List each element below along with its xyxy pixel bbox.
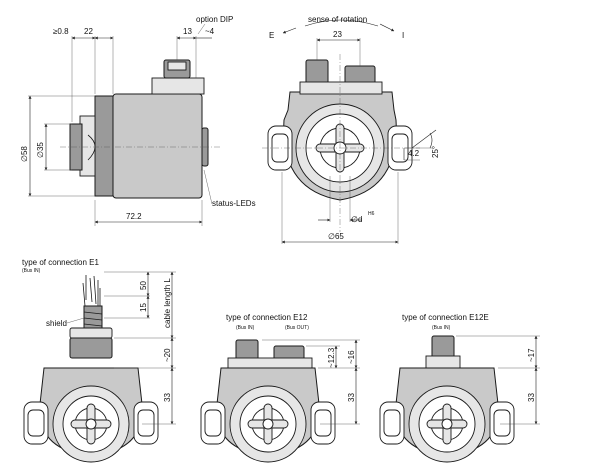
- e12-title: type of connection E12: [226, 313, 308, 322]
- e12-bore: [262, 418, 274, 430]
- dim-dia-65: ∅65: [328, 232, 344, 241]
- shield-label: shield: [46, 319, 67, 328]
- e12-bus-out: (Bus OUT): [285, 325, 309, 331]
- e1-clamp-left-inner: [27, 409, 45, 437]
- rotation-arc: [304, 19, 379, 27]
- dim-15: 15: [139, 303, 148, 312]
- e1-cable-wires: [82, 275, 101, 310]
- e1-bus-in: (Bus IN): [22, 268, 41, 274]
- sense-of-rotation-label: sense of rotation: [308, 15, 367, 24]
- front-connector-right: [344, 65, 376, 85]
- rotation-e-label: E: [269, 31, 274, 40]
- e12-connector-left: [235, 339, 259, 361]
- front-connector-base: [299, 81, 383, 95]
- side-connector-base: [151, 77, 205, 95]
- rotation-arrow-right: [379, 23, 395, 32]
- e1-bore: [85, 418, 97, 430]
- e12e-clamp-right-inner: [493, 409, 511, 437]
- side-housing: [112, 93, 203, 199]
- e12e-bore: [441, 418, 453, 430]
- shield-leader: [66, 317, 85, 324]
- dim-dia-35: ∅35: [36, 142, 45, 158]
- side-flange: [94, 95, 114, 197]
- front-connector-left: [305, 59, 329, 85]
- e12e-view: type of connection E12E (Bus IN) ~17 33: [379, 313, 540, 463]
- e12-view: type of connection E12 (Bus IN) (Bus OUT…: [200, 313, 360, 463]
- angle-arc: [429, 132, 433, 149]
- e12e-connector: [431, 335, 455, 359]
- dim-50: 50: [139, 281, 148, 290]
- dim-approx-4: ~4: [205, 27, 215, 36]
- front-view-dimensions: sense of rotation E I 23 4.2 25° ∅d H6 ∅…: [269, 15, 440, 244]
- option-dip-label: option DIP: [196, 15, 233, 24]
- rotation-i-label: I: [402, 31, 404, 40]
- dim-13: 13: [183, 27, 192, 36]
- rotation-arrow-left: [282, 27, 297, 34]
- dim-h6-tolerance: H6: [368, 211, 375, 217]
- dim-dia-58: ∅58: [20, 146, 29, 162]
- dim-33-e12e: 33: [527, 393, 536, 402]
- dim-ge-0-8: ≥0.8: [53, 27, 69, 36]
- e12e-bus-in: (Bus IN): [432, 325, 451, 331]
- e12-bus-in: (Bus IN): [236, 325, 255, 331]
- side-view-dimensions: ≥0.8 22 13 ~4 option DIP ∅58 ∅35 72.2 st…: [20, 15, 256, 226]
- dim-approx-12-3: ~12.3: [327, 347, 336, 368]
- leader-line: [197, 23, 206, 35]
- e1-shield-braid: [83, 311, 103, 327]
- dim-33-e12: 33: [347, 393, 356, 402]
- dim-4-2: 4.2: [408, 149, 420, 158]
- side-view: [60, 59, 220, 199]
- e1-clamp-right-inner: [137, 409, 155, 437]
- status-leds-label: status-LEDs: [212, 199, 256, 208]
- e1-gland: [69, 337, 113, 359]
- e12-clamp-right-inner: [314, 409, 332, 437]
- e12-clamp-left-inner: [204, 409, 222, 437]
- dim-33-e1: 33: [163, 393, 172, 402]
- side-bore-curve: [87, 134, 96, 161]
- dim-approx-17: ~17: [527, 348, 536, 362]
- e1-view: type of connection E1 (Bus IN) shield 50…: [22, 258, 176, 463]
- leader-line: [203, 169, 213, 205]
- dim-22: 22: [84, 27, 93, 36]
- e12-connector-base: [227, 357, 313, 369]
- e12e-title: type of connection E12E: [402, 313, 489, 322]
- e12e-clamp-left-inner: [383, 409, 401, 437]
- e1-gland-nut: [69, 327, 113, 339]
- angle-leg: [411, 129, 437, 149]
- e12e-connector-base: [425, 355, 461, 369]
- front-view: [262, 54, 420, 232]
- e1-title: type of connection E1: [22, 258, 99, 267]
- dim-dia-d: ∅d: [351, 215, 362, 224]
- dim-approx-20: ~20: [163, 348, 172, 362]
- dim-25-degrees: 25°: [431, 146, 440, 158]
- side-connector-cap: [167, 61, 187, 71]
- cable-length-label: cable length L: [163, 278, 172, 328]
- dim-23: 23: [333, 30, 342, 39]
- dim-approx-16: ~16: [347, 350, 356, 364]
- dim-72-2: 72.2: [126, 212, 142, 221]
